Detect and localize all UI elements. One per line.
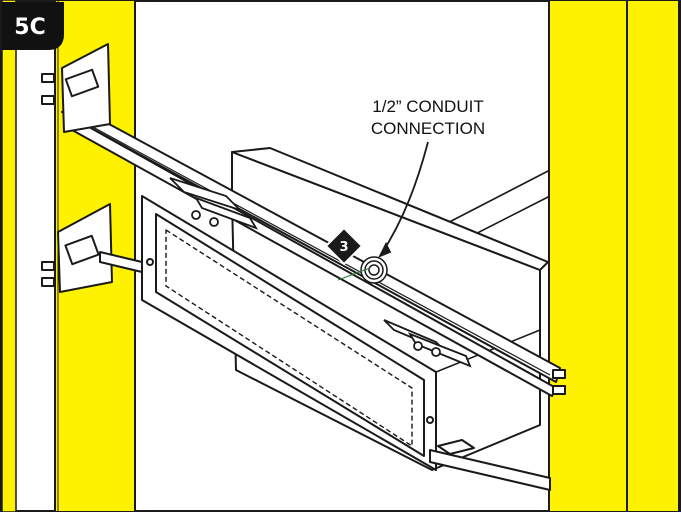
conduit-knockout: [337, 256, 388, 284]
stud-far-right: [626, 0, 680, 512]
callout-line-2: CONNECTION: [371, 119, 485, 138]
callout-line-1: 1/2” CONDUIT: [372, 97, 483, 116]
step-label: 5C: [14, 15, 45, 40]
step-badge: 3: [324, 226, 364, 266]
lower-mounting-bar: [41, 203, 551, 491]
step-badge-number: 3: [339, 240, 348, 255]
step-label-tab: 5C: [2, 2, 64, 50]
callout-leader: [378, 141, 429, 258]
stud-far-left: [1, 0, 17, 512]
stud-right: [548, 0, 628, 512]
bar-clips: [169, 177, 472, 368]
front-trim-frame: [141, 195, 437, 471]
